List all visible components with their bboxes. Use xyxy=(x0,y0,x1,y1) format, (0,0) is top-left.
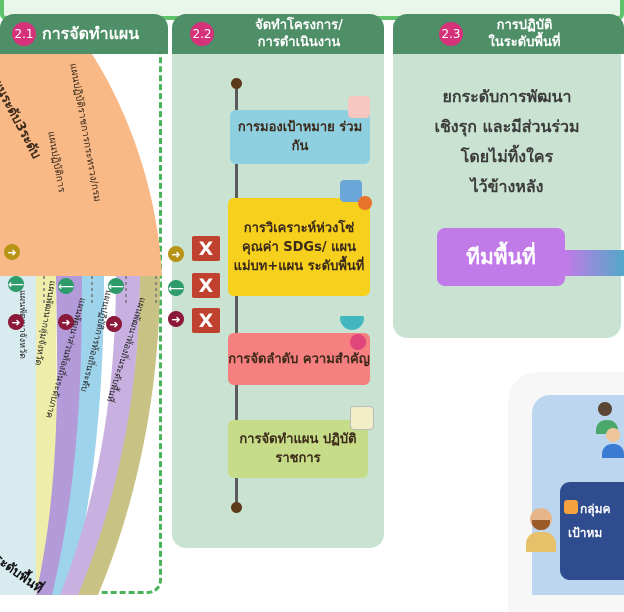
column3-title-line1: การปฏิบัติ xyxy=(496,18,553,33)
fan-segment-purple xyxy=(36,276,88,595)
column2-header: 2.2 จัดทำโครงการ/ การดำเนินงาน xyxy=(172,14,384,54)
column2-title-line2: การดำเนินงาน xyxy=(257,35,341,50)
column1-title: การจัดทำแผน xyxy=(42,23,140,43)
people-group-icon xyxy=(596,402,624,458)
arrow-right-icon: ➜ xyxy=(4,244,20,260)
arrow-left-icon: ⟵ xyxy=(108,278,124,294)
arrow-left-icon: ⟵ xyxy=(58,278,74,294)
arrow-left-icon: ⟵ xyxy=(8,276,24,292)
government-building-icon xyxy=(350,406,374,430)
arrow-right-icon: ➜ xyxy=(8,314,24,330)
column3-description: ยกระดับการพัฒนา เชิงรุก และมีส่วนร่วม โด… xyxy=(393,82,621,202)
x-mark-badge: X xyxy=(192,308,220,333)
document-chart-icon xyxy=(340,180,362,202)
arrow-right-icon: ➜ xyxy=(168,246,184,262)
description-line: ไว้ข้างหลัง xyxy=(470,177,544,196)
arrow-right-icon: ➜ xyxy=(168,311,184,327)
column3-body xyxy=(393,54,621,338)
arrow-left-icon: ⟵ xyxy=(168,280,184,296)
description-line: โดยไม่ทิ้งใคร xyxy=(460,147,554,166)
arrow-right-icon: ➜ xyxy=(58,314,74,330)
description-line: ยกระดับการพัฒนา xyxy=(442,87,572,106)
fan-segment-lightblue xyxy=(0,276,36,595)
description-line: เชิงรุก และมีส่วนร่วม xyxy=(434,117,580,136)
arrow-right-icon: ➜ xyxy=(106,316,122,332)
target-group-label-line1: กลุ่มค xyxy=(580,502,611,516)
x-mark-badge: X xyxy=(192,236,220,261)
target-group-label-line2: เป้าหม xyxy=(568,526,603,540)
funnel-icon xyxy=(340,316,364,330)
column1-header: 2.1 การจัดทำแผน xyxy=(0,14,168,54)
column3-title-line2: ในระดับพื้นที่ xyxy=(488,35,561,50)
handshake-icon xyxy=(348,96,370,118)
timeline-start-dot xyxy=(231,78,242,89)
team-connector-band xyxy=(565,250,624,276)
step-badge: 2.2 xyxy=(190,22,214,46)
area-team-box: ทีมพื้นที่ xyxy=(437,228,565,286)
step-shared-goal: การมองเป้าหมาย ร่วมกัน xyxy=(230,110,370,164)
step-badge: 2.1 xyxy=(12,22,36,46)
target-group-label-box: กลุ่มค เป้าหม xyxy=(560,482,624,580)
no-entry-icon xyxy=(350,334,366,350)
step-badge: 2.3 xyxy=(439,22,463,46)
column3-header: 2.3 การปฏิบัติ ในระดับพื้นที่ xyxy=(393,14,624,54)
column2-title-line1: จัดทำโครงการ/ xyxy=(255,18,343,33)
timeline-end-dot xyxy=(231,502,242,513)
fan-segment-orange xyxy=(0,54,162,276)
fan-segment-olive xyxy=(78,276,160,595)
house-icon xyxy=(564,500,578,514)
farmer-person-icon xyxy=(526,508,556,552)
gear-icon xyxy=(358,196,372,210)
x-mark-badge: X xyxy=(192,273,220,298)
step-prioritization: การจัดลำดับ ความสำคัญ xyxy=(228,333,370,385)
step-value-chain-analysis: การวิเคราะห์ห่วงโซ่ คุณค่า SDGs/ แผนแม่บ… xyxy=(228,198,370,296)
fan-segment-blue xyxy=(52,276,104,595)
step-government-plan: การจัดทำแผน ปฏิบัติราชการ xyxy=(228,420,368,478)
plan-fan-diagram xyxy=(0,54,162,595)
fan-segment-lavender xyxy=(60,276,140,595)
